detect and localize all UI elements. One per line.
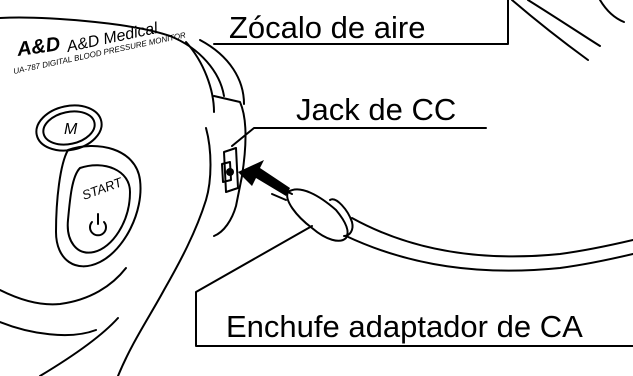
device-front-curve xyxy=(117,127,212,376)
memory-button-face xyxy=(42,110,96,146)
device-bottom-line xyxy=(39,317,119,376)
device-base-edge xyxy=(0,267,127,306)
memory-button-ring xyxy=(35,104,103,152)
start-button-text: START xyxy=(80,174,125,203)
dc-jack-label: Jack de CC xyxy=(296,92,457,127)
start-button-face xyxy=(66,164,131,254)
device-panel-edge xyxy=(199,39,245,105)
air-socket-label: Zócalo de aire xyxy=(229,10,426,45)
air-tube-line-2 xyxy=(527,0,601,47)
power-icon xyxy=(89,221,107,237)
device-right-side xyxy=(185,41,215,113)
air-tube-line-3 xyxy=(599,0,625,23)
air-tube-line-1 xyxy=(511,0,589,61)
plug-body xyxy=(286,188,349,242)
start-button-outline xyxy=(55,144,142,268)
memory-button-letter: M xyxy=(64,121,78,138)
dc-jack-housing xyxy=(223,147,239,193)
dc-jack-inner xyxy=(221,161,232,183)
cable-upper xyxy=(351,217,633,258)
plug-callout-leader xyxy=(195,225,633,347)
cable-lower xyxy=(345,235,633,272)
jack-socket xyxy=(226,168,234,176)
brand-logo-text: A&D xyxy=(15,33,62,61)
plug-collar xyxy=(329,198,354,237)
insert-arrow xyxy=(238,160,290,196)
jack-callout-leader xyxy=(231,127,487,147)
air-callout-leader xyxy=(213,0,509,45)
ac-adapter-plug-label: Enchufe adaptador de CA xyxy=(226,309,583,344)
device-base-lower xyxy=(0,321,97,337)
device-top-edge xyxy=(0,16,225,97)
